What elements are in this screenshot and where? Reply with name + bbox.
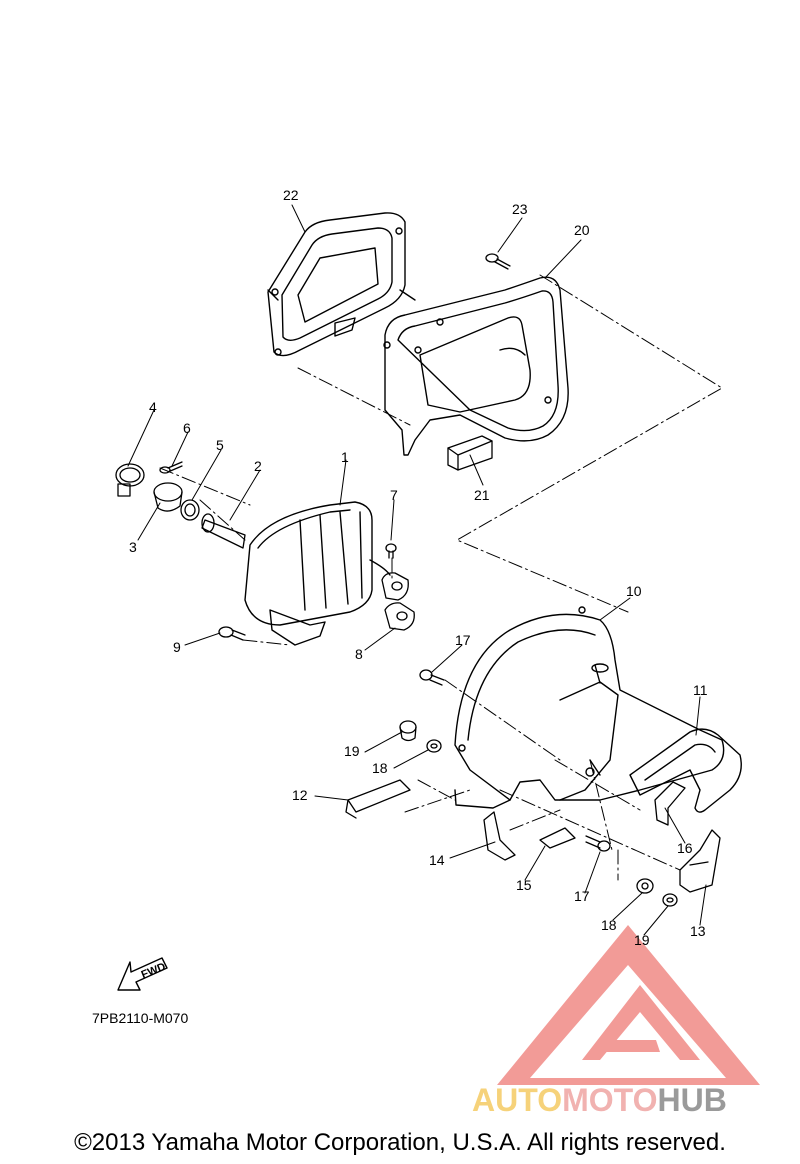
callout-17-lower: 17 xyxy=(574,888,590,904)
case-cover-part-20 xyxy=(383,276,569,456)
watermark-logo-icon xyxy=(497,925,760,1085)
bolt-part-17-upper xyxy=(419,669,445,686)
air-cleaner-case-part-1 xyxy=(244,501,391,646)
callout-4: 4 xyxy=(149,399,157,415)
callout-20: 20 xyxy=(574,222,590,238)
callout-16: 16 xyxy=(677,840,693,856)
plate-part-14 xyxy=(483,811,516,861)
callout-8: 8 xyxy=(355,646,363,662)
callout-22: 22 xyxy=(283,187,299,203)
callout-3: 3 xyxy=(129,539,137,555)
flange-part-8 xyxy=(381,572,415,631)
bolt-part-9 xyxy=(218,626,246,641)
screen-part-5 xyxy=(180,499,200,521)
callout-1: 1 xyxy=(341,449,349,465)
fwd-arrow-icon xyxy=(117,957,168,991)
screw-part-23 xyxy=(485,253,511,270)
clamp-part-4 xyxy=(115,463,145,497)
drawing-code: 7PB2110-M070 xyxy=(92,1010,189,1026)
callout-14: 14 xyxy=(429,852,445,868)
assembly-lines xyxy=(159,274,723,881)
callout-23: 23 xyxy=(512,201,528,217)
leader-lines xyxy=(127,204,707,936)
bracket-part-13 xyxy=(679,829,721,893)
callout-10: 10 xyxy=(626,583,642,599)
callout-15: 15 xyxy=(516,877,532,893)
callout-2: 2 xyxy=(254,458,262,474)
seal-part-21 xyxy=(447,435,493,471)
seal-part-12 xyxy=(345,779,411,819)
lower-cover-part-10 xyxy=(454,606,725,809)
grommet-part-19-upper xyxy=(399,720,417,742)
callout-6: 6 xyxy=(183,420,191,436)
watermark-brand: AUTOMOTOHUB xyxy=(472,1082,727,1119)
brand-moto: MOTO xyxy=(562,1082,658,1118)
callout-7: 7 xyxy=(390,487,398,503)
collar-part-18-upper xyxy=(426,739,442,753)
callout-19-upper: 19 xyxy=(344,743,360,759)
callout-12: 12 xyxy=(292,787,308,803)
screw-part-6 xyxy=(159,461,183,474)
joint-part-3 xyxy=(153,482,183,512)
callout-18-lower: 18 xyxy=(601,917,617,933)
screw-part-7 xyxy=(385,543,397,559)
plate-part-15 xyxy=(539,827,576,849)
bracket-part-16 xyxy=(654,781,686,826)
element-frame-part-22 xyxy=(267,212,416,357)
funnel-part-2 xyxy=(201,513,246,549)
callout-17-upper: 17 xyxy=(455,632,471,648)
grommet-part-19-lower xyxy=(662,893,678,907)
callout-19-lower: 19 xyxy=(634,932,650,948)
duct-part-11 xyxy=(629,728,742,813)
callout-5: 5 xyxy=(216,437,224,453)
callout-9: 9 xyxy=(173,639,181,655)
callout-11: 11 xyxy=(693,682,708,698)
bolt-part-17-lower xyxy=(585,835,611,852)
callout-18-upper: 18 xyxy=(372,760,388,776)
callout-13: 13 xyxy=(690,923,706,939)
callout-21: 21 xyxy=(474,487,490,503)
brand-auto: AUTO xyxy=(472,1082,563,1118)
collar-part-18-lower xyxy=(636,878,654,894)
brand-hub: HUB xyxy=(657,1082,727,1118)
copyright-footer: ©2013 Yamaha Motor Corporation, U.S.A. A… xyxy=(74,1129,726,1156)
